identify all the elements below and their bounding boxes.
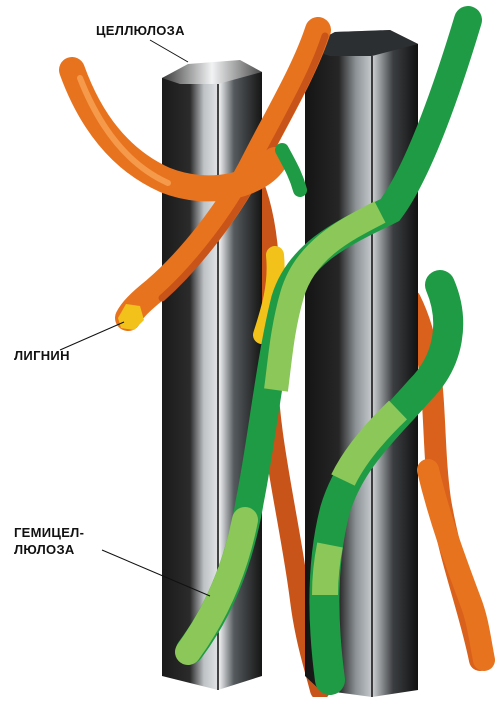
label-hemicellulose: ГЕМИЦЕЛ- ЛЮЛОЗА — [14, 524, 84, 558]
label-lignin: ЛИГНИН — [14, 347, 70, 364]
leader-line-cellulose — [150, 40, 188, 62]
label-hemicellulose-line2: ЛЮЛОЗА — [14, 541, 84, 558]
label-hemicellulose-line1: ГЕМИЦЕЛ- — [14, 524, 84, 541]
hemicellulose-strand-second-light-2 — [325, 545, 330, 595]
hemicellulose-fragment-top — [282, 150, 300, 190]
lignin-strand-lower — [428, 470, 484, 660]
leader-line-lignin — [60, 322, 124, 350]
label-cellulose: ЦЕЛЛЮЛОЗА — [96, 22, 185, 39]
